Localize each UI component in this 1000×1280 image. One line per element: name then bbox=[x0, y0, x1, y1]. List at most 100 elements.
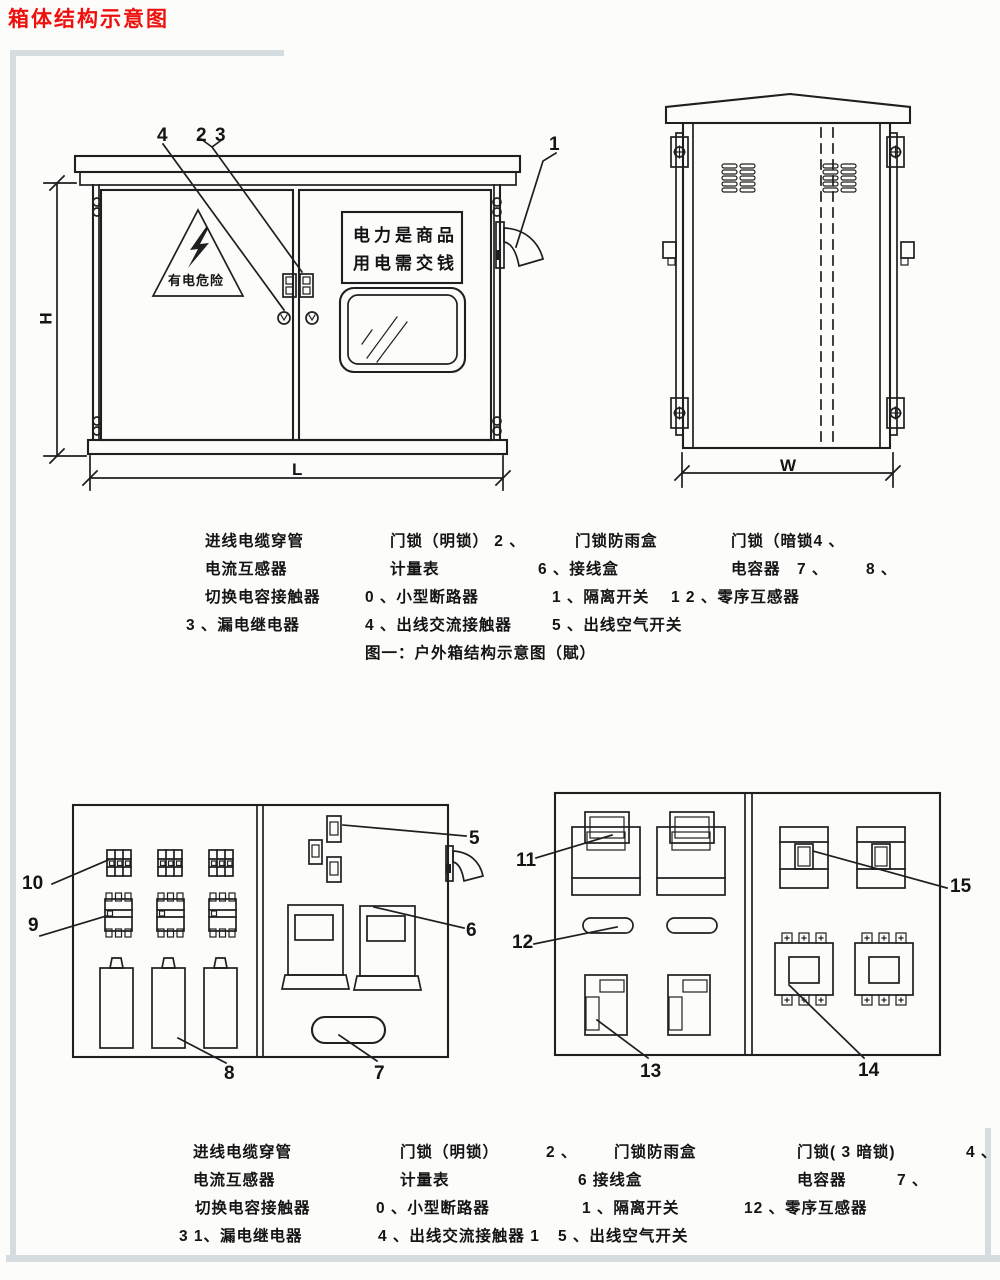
relay-box-icon bbox=[667, 974, 711, 1036]
legend-item: 8 、 bbox=[866, 561, 898, 578]
callout-8: 8 bbox=[224, 1063, 235, 1084]
legend-item: 切换电容接触器 bbox=[195, 1200, 311, 1217]
legend-item: 1 、隔离开关 bbox=[582, 1200, 680, 1217]
dim-label-H: H bbox=[36, 312, 56, 325]
leader-lines-a bbox=[38, 824, 467, 1065]
legend-item: 1 、隔离开关 bbox=[552, 589, 650, 606]
callout-14: 14 bbox=[858, 1060, 880, 1081]
callout-5: 5 bbox=[469, 828, 480, 849]
cable-conduit-icon bbox=[445, 845, 485, 883]
page-title: 箱体结构示意图 bbox=[8, 8, 169, 31]
legend-item: 门锁防雨盒 bbox=[614, 1144, 697, 1161]
interior-view-b bbox=[532, 791, 949, 1060]
warning-triangle-icon bbox=[151, 208, 245, 297]
breaker-toggle-icon bbox=[856, 826, 906, 889]
isolator-switch-icon bbox=[571, 811, 641, 896]
hinge-plate-icon bbox=[670, 397, 689, 429]
legend-item: 计量表 bbox=[390, 561, 440, 578]
kwh-meter-icon bbox=[353, 905, 422, 991]
callout-9: 9 bbox=[28, 915, 39, 936]
legend-item: 4 、 bbox=[966, 1144, 998, 1161]
contactor-icon bbox=[208, 892, 237, 938]
mcb-icon bbox=[208, 849, 234, 877]
legend-item: 5 、出线空气开关 bbox=[552, 617, 683, 634]
door-lock-icon bbox=[277, 311, 319, 325]
vent-louver-icon bbox=[822, 163, 857, 193]
isolator-switch-icon bbox=[656, 811, 726, 896]
breaker-toggle-icon bbox=[779, 826, 829, 889]
side-handle-icon bbox=[662, 241, 915, 266]
callout-6: 6 bbox=[466, 920, 477, 941]
lightning-bolt-icon bbox=[188, 227, 209, 268]
legend-item: 0 、小型断路器 bbox=[376, 1200, 490, 1217]
cable-conduit-icon bbox=[495, 221, 545, 269]
sign-line-2: 用电需交钱 bbox=[353, 254, 458, 273]
legend-item: 5 、出线空气开关 bbox=[558, 1228, 689, 1245]
legend-item: 7 、 bbox=[897, 1172, 929, 1189]
callout-4: 4 bbox=[157, 125, 168, 146]
hinge-rail-right bbox=[889, 132, 898, 436]
vent-louver-icon bbox=[721, 163, 756, 193]
notice-sign-plate bbox=[340, 210, 464, 285]
legend-item: 进线电缆穿管 bbox=[205, 533, 305, 550]
capacitor-icon bbox=[203, 957, 238, 1049]
kwh-meter-icon bbox=[281, 904, 350, 990]
front-view-drawing bbox=[43, 137, 558, 491]
callout-11: 11 bbox=[516, 850, 537, 871]
dimension-H bbox=[43, 174, 87, 465]
legend-item: 6 接线盒 bbox=[578, 1172, 643, 1189]
frame-border-right bbox=[985, 1128, 991, 1255]
legend-item: 2 、 bbox=[546, 1144, 578, 1161]
callout-1: 1 bbox=[549, 134, 560, 155]
box-outline-a bbox=[71, 803, 450, 1059]
legend-item: 门锁（明锁） 2 、 bbox=[390, 533, 526, 550]
legend-item: 计量表 bbox=[400, 1172, 450, 1189]
legend-item: 电流互感器 bbox=[205, 561, 288, 578]
legend-item: 门锁( 3 暗锁) bbox=[797, 1144, 896, 1161]
figure1-caption: 图一：户外箱结构示意图（賦） bbox=[365, 645, 597, 662]
roof-band-1 bbox=[73, 154, 522, 174]
side-view-drawing bbox=[662, 92, 915, 488]
legend-item: 电流互感器 bbox=[193, 1172, 276, 1189]
callout-3: 3 bbox=[215, 125, 226, 146]
interior-view-a bbox=[38, 803, 485, 1065]
dimension-L bbox=[81, 455, 512, 491]
capacitor-icon bbox=[151, 957, 186, 1049]
right-door bbox=[297, 188, 493, 442]
legend-item: 门锁防雨盒 bbox=[575, 533, 658, 550]
callout-12: 12 bbox=[512, 932, 534, 953]
glass-shine-icon bbox=[361, 316, 408, 363]
legend-item: 0 、小型断路器 bbox=[365, 589, 479, 606]
center-dashed-line bbox=[820, 127, 834, 447]
door-latch-icon bbox=[282, 273, 314, 298]
cabinet-walls bbox=[91, 183, 502, 442]
legend-item: 进线电缆穿管 bbox=[193, 1144, 293, 1161]
legend-item: 4 、出线交流接触器 bbox=[365, 617, 512, 634]
legend-item: 电容器 bbox=[797, 1172, 847, 1189]
meter-window bbox=[338, 286, 467, 374]
dim-label-W: W bbox=[780, 456, 797, 475]
sign-line-1: 电力是商品 bbox=[353, 226, 458, 245]
slot-oval bbox=[582, 917, 634, 934]
ac-contactor-icon bbox=[774, 932, 834, 1006]
legend-item: 门锁（暗锁4 、 bbox=[731, 533, 845, 550]
legend-item: 切换电容接触器 bbox=[205, 589, 321, 606]
side-body bbox=[681, 121, 892, 450]
compartment-divider bbox=[744, 792, 753, 1056]
callout-15: 15 bbox=[950, 876, 972, 897]
dimension-W bbox=[673, 452, 902, 488]
legend-item: 3 1、漏电继电器 bbox=[179, 1228, 303, 1245]
legend-item: 3 、漏电继电器 bbox=[186, 617, 300, 634]
legend-item: 电容器 7 、 bbox=[731, 561, 829, 578]
frame-border-bottom bbox=[6, 1255, 1000, 1262]
mcb-icon bbox=[106, 849, 132, 877]
leader-lines-b bbox=[532, 833, 949, 1060]
legend-item: 6 、接线盒 bbox=[538, 561, 619, 578]
hinge-rail-left bbox=[675, 132, 684, 436]
ac-contactor-icon bbox=[854, 932, 914, 1006]
callout-2: 2 bbox=[196, 125, 207, 146]
slot-oval bbox=[666, 917, 718, 934]
junction-box bbox=[310, 1015, 387, 1045]
